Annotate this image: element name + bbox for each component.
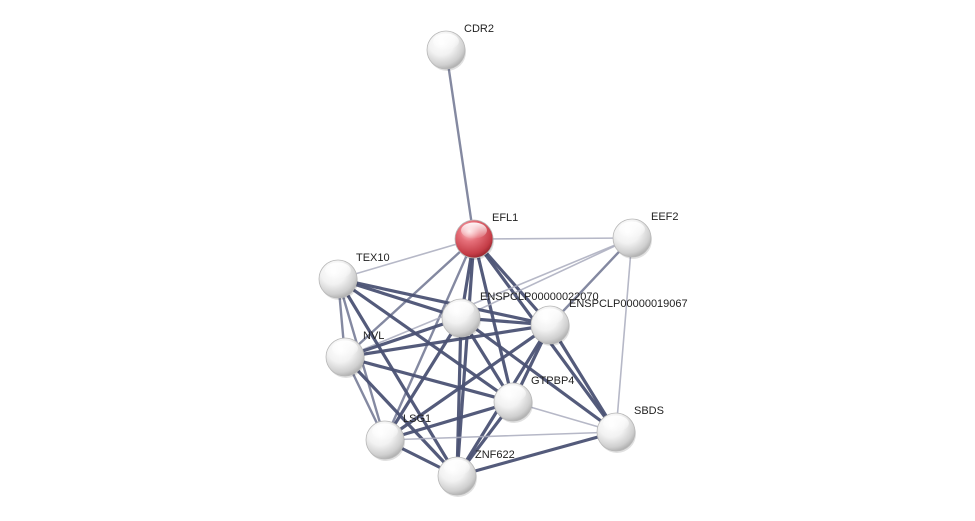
edge-efl1-tex10[interactable]	[337, 238, 475, 280]
edge-tex10-enspclp00000019067[interactable]	[336, 277, 552, 327]
edge-enspclp00000019067-nvl[interactable]	[343, 323, 552, 359]
node-gloss	[603, 415, 629, 432]
node-gloss	[332, 340, 358, 357]
node-label: SBDS	[634, 405, 664, 417]
node-gloss	[372, 423, 398, 440]
node-tex10[interactable]: TEX10	[318, 252, 390, 300]
node-enspclp00000019067[interactable]: ENSPCLP00000019067	[530, 298, 688, 346]
edge-nvl-znf622[interactable]	[343, 355, 459, 478]
node-label: ENSPCLP00000022070	[480, 291, 599, 303]
edge-sbds-znf622[interactable]	[455, 430, 618, 478]
node-gtpbp4[interactable]: GTPBP4	[493, 375, 574, 423]
node-gloss	[433, 33, 459, 50]
edge-cdr2-efl1[interactable]	[444, 48, 476, 241]
edge-enspclp00000019067-sbds[interactable]	[548, 323, 618, 434]
node-gloss	[325, 262, 351, 279]
edge-tex10-enspclp00000022070[interactable]	[336, 277, 463, 320]
node-label: CDR2	[464, 23, 494, 35]
edge-nvl-gtpbp4[interactable]	[343, 355, 515, 404]
node-cdr2[interactable]: CDR2	[426, 23, 494, 71]
node-label: ZNF622	[475, 449, 515, 461]
node-gloss	[448, 301, 474, 318]
node-gloss	[444, 459, 470, 476]
node-gloss	[500, 385, 526, 402]
node-lsg1[interactable]: LSG1	[365, 413, 431, 461]
node-label: EEF2	[651, 211, 679, 223]
node-gloss	[619, 221, 645, 238]
node-efl1[interactable]: EFL1	[454, 212, 518, 260]
node-label: EFL1	[492, 212, 518, 224]
edge-eef2-nvl[interactable]	[344, 237, 633, 358]
edge-enspclp00000022070-znf622[interactable]	[455, 316, 463, 478]
edge-efl1-znf622[interactable]	[455, 237, 476, 478]
node-gloss	[461, 222, 487, 239]
node-label: LSG1	[403, 413, 431, 425]
node-znf622[interactable]: ZNF622	[437, 449, 515, 497]
edge-tex10-gtpbp4[interactable]	[336, 277, 515, 404]
node-label: TEX10	[356, 252, 390, 264]
edge-eef2-sbds[interactable]	[615, 237, 633, 433]
edge-eef2-enspclp00000019067[interactable]	[548, 236, 634, 327]
edge-enspclp00000022070-sbds[interactable]	[459, 316, 618, 434]
node-gloss	[537, 308, 563, 325]
edge-gtpbp4-lsg1[interactable]	[383, 400, 515, 442]
node-nvl[interactable]: NVL	[325, 330, 384, 378]
node-sbds[interactable]: SBDS	[596, 405, 664, 453]
edge-efl1-lsg1[interactable]	[383, 237, 476, 442]
edge-enspclp00000019067-lsg1[interactable]	[383, 323, 552, 442]
edge-tex10-znf622[interactable]	[336, 277, 459, 478]
node-label: GTPBP4	[531, 375, 574, 387]
node-label: NVL	[363, 330, 384, 342]
edge-eef2-enspclp00000022070[interactable]	[460, 237, 633, 319]
edge-sbds-lsg1[interactable]	[384, 431, 617, 441]
edge-efl1-nvl[interactable]	[343, 237, 476, 359]
node-enspclp00000022070[interactable]: ENSPCLP00000022070	[441, 291, 599, 339]
node-label: ENSPCLP00000019067	[569, 298, 688, 310]
edge-enspclp00000022070-nvl[interactable]	[343, 316, 463, 359]
node-eef2[interactable]: EEF2	[612, 211, 679, 259]
edge-efl1-eef2[interactable]	[473, 237, 633, 240]
